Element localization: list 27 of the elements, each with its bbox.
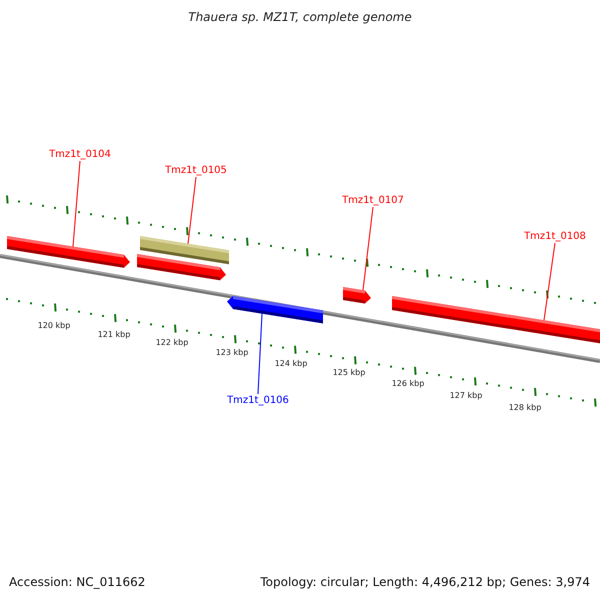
gene-label: Tmz1t_0107 [342,195,404,206]
leader-line [362,206,374,291]
scale-label: 124 kbp [274,359,308,368]
accession-text: Accession: NC_011662 [9,575,146,589]
leader-line [188,176,196,244]
gene-feature-bar [392,296,600,344]
scale-label: 123 kbp [216,348,248,357]
gene-label: Tmz1t_0104 [49,149,111,160]
scale-label: 122 kbp [156,338,188,347]
leader-line [544,242,556,321]
gene-feature-bar [137,254,226,280]
scale-label: 126 kbp [392,379,424,388]
scale-label: 120 kbp [38,321,70,330]
gene-feature-bar [343,287,371,304]
leader-line [258,313,262,394]
gene-label: Tmz1t_0108 [524,231,586,242]
scale-label: 125 kbp [332,368,366,377]
gene-feature-bar [7,236,130,268]
scale-label: 128 kbp [508,403,542,412]
title: Thauera sp. MZ1T, complete genome [187,10,413,24]
genome-stats-text: Topology: circular; Length: 4,496,212 bp; Genes: 3,974 [260,575,590,589]
scale-label: 121 kbp [98,330,130,339]
gene-feature-bar [227,296,323,324]
gene-label: Tmz1t_0106 [227,395,289,406]
leader-line [72,160,80,248]
gene-label: Tmz1t_0105 [165,165,227,176]
scale-label: 127 kbp [450,391,482,400]
